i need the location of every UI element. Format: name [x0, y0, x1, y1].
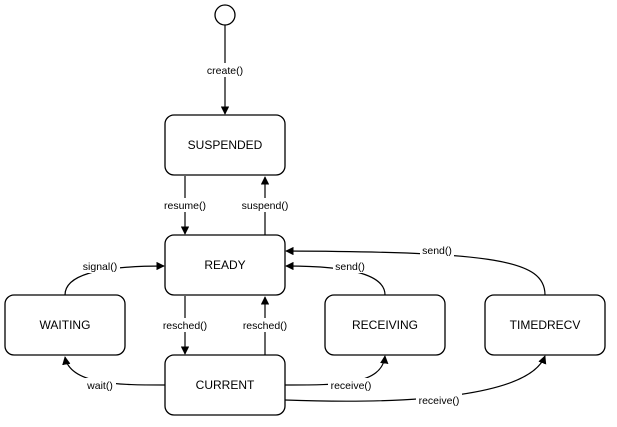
label-resume: resume(): [161, 198, 209, 212]
state-receiving-label: RECEIVING: [352, 318, 418, 332]
label-receive-timedrecv: receive(): [416, 393, 462, 407]
label-wait: wait(): [84, 378, 116, 392]
label-signal: signal(): [80, 259, 120, 273]
state-current-label: CURRENT: [196, 378, 255, 392]
state-ready-label: READY: [204, 258, 245, 272]
edge-receive-timedrecv: [284, 355, 547, 402]
state-waiting-label: WAITING: [40, 318, 91, 332]
label-resched-up: resched(): [241, 318, 289, 332]
edge-signal: [64, 261, 165, 296]
state-suspended: SUSPENDED: [164, 114, 286, 176]
label-resched-down-text: resched(): [163, 320, 207, 332]
label-send-timedrecv: send(): [420, 243, 454, 257]
label-create: create(): [204, 63, 246, 77]
label-receive-timedrecv-text: receive(): [419, 395, 460, 407]
state-waiting: WAITING: [4, 294, 126, 356]
label-resched-up-text: resched(): [243, 320, 287, 332]
label-send-receiving-text: send(): [335, 261, 365, 273]
state-current: CURRENT: [164, 354, 286, 416]
edge-send-timedrecv: [285, 246, 546, 296]
initial-state-node: [214, 4, 236, 26]
state-timedrecv-label: TIMEDRECV: [510, 318, 581, 332]
state-ready: READY: [164, 234, 286, 296]
label-send-timedrecv-text: send(): [422, 245, 452, 257]
label-receive-receiving: receive(): [328, 378, 374, 392]
label-wait-text: wait(): [86, 380, 113, 392]
label-resched-down: resched(): [161, 318, 209, 332]
label-signal-text: signal(): [83, 261, 117, 273]
state-suspended-label: SUSPENDED: [188, 138, 263, 152]
edge-send-receiving: [285, 261, 386, 296]
label-suspend-text: suspend(): [242, 200, 289, 212]
state-timedrecv: TIMEDRECV: [484, 294, 606, 356]
label-create-text: create(): [207, 65, 243, 77]
label-receive-receiving-text: receive(): [331, 380, 372, 392]
state-receiving: RECEIVING: [324, 294, 446, 356]
label-send-receiving: send(): [333, 259, 367, 273]
label-resume-text: resume(): [164, 200, 206, 212]
label-suspend: suspend(): [238, 198, 292, 212]
